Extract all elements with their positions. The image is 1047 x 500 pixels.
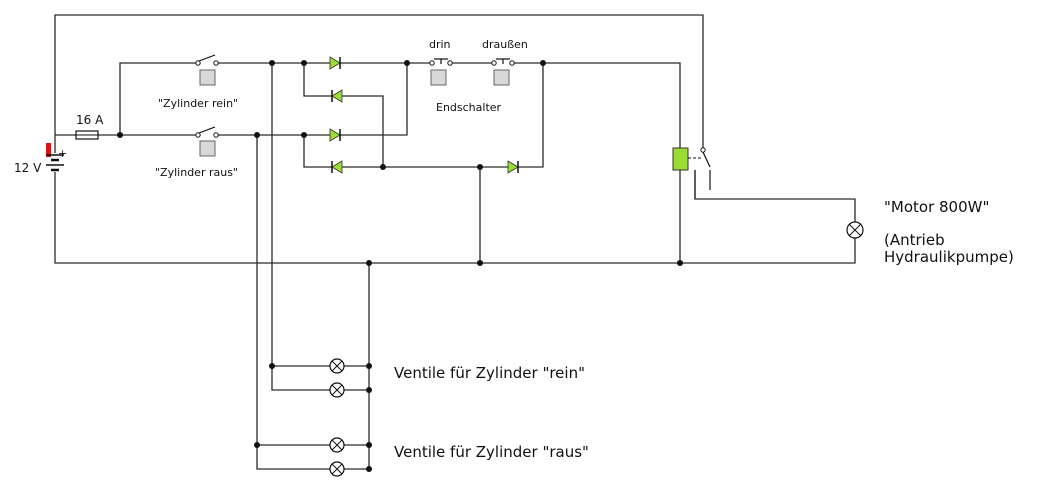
battery-plus-sign: + (58, 147, 67, 160)
valve-lamp (329, 382, 345, 398)
relay-coil (672, 147, 689, 171)
junctions (117, 60, 683, 472)
motor-label: "Motor 800W" (884, 198, 989, 216)
switch-out-label: "Zylinder raus" (155, 166, 238, 179)
valves-rein (329, 358, 345, 398)
junction-dot (404, 60, 410, 66)
diode-1 (329, 56, 341, 70)
valves-out-label: Ventile für Zylinder "raus" (394, 443, 589, 461)
diode-5 (507, 160, 519, 174)
diode-matrix (329, 56, 519, 174)
diode-3 (329, 128, 341, 142)
voltage-label: 12 V (14, 161, 42, 175)
switch-zylinder-rein[interactable]: "Zylinder rein" (158, 54, 238, 110)
switch-button[interactable] (493, 69, 510, 86)
switch-zylinder-raus[interactable]: "Zylinder raus" (155, 126, 238, 179)
junction-dot (366, 260, 372, 266)
motor-indicator (846, 221, 864, 239)
junction-dot (117, 132, 123, 138)
junction-dot (477, 260, 483, 266)
fuse: 16 A (75, 113, 104, 140)
switch-in-label: "Zylinder rein" (158, 97, 238, 110)
valves-in-label: Ventile für Zylinder "rein" (394, 364, 585, 382)
junction-dot (380, 164, 386, 170)
junction-dot (677, 260, 683, 266)
diode-4 (331, 160, 343, 174)
junction-dot (366, 363, 372, 369)
battery: + 12 V (14, 143, 67, 180)
fuse-label: 16 A (76, 113, 104, 127)
motor-note-line1: (Antrieb (884, 231, 945, 249)
junction-dot (254, 442, 260, 448)
junction-dot (269, 60, 275, 66)
valve-lamp (329, 461, 345, 477)
wires (54, 14, 856, 470)
valves-raus (329, 437, 345, 477)
junction-dot (477, 164, 483, 170)
limit-in-label: drin (429, 38, 451, 51)
relay (672, 147, 711, 199)
limit-switch-draussen[interactable]: draußen (482, 38, 528, 86)
diode-2 (331, 89, 343, 103)
limit-switch-drin[interactable]: drin (429, 38, 453, 86)
junction-dot (269, 363, 275, 369)
switch-button[interactable] (430, 69, 447, 86)
limit-out-label: draußen (482, 38, 528, 51)
junction-dot (366, 387, 372, 393)
junction-dot (301, 132, 307, 138)
junction-dot (366, 442, 372, 448)
valve-lamp (329, 437, 345, 453)
limit-group-label: Endschalter (436, 101, 502, 114)
motor-note-line2: Hydraulikpumpe) (884, 248, 1014, 266)
valve-lamp (329, 358, 345, 374)
junction-dot (540, 60, 546, 66)
junction-dot (366, 466, 372, 472)
switch-button[interactable] (199, 69, 216, 86)
junction-dot (301, 60, 307, 66)
battery-positive-marker (46, 143, 51, 157)
junction-dot (254, 132, 260, 138)
switch-button[interactable] (199, 140, 216, 157)
